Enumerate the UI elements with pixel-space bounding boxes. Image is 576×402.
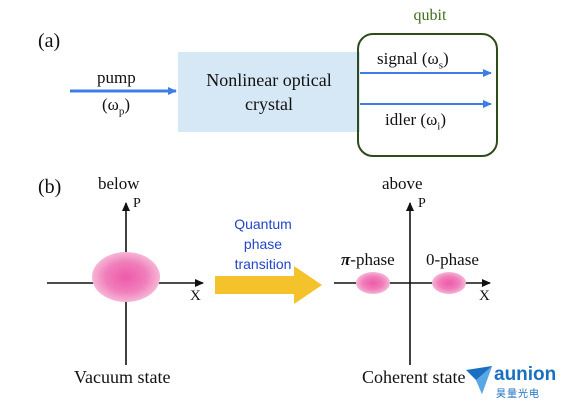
idler-label: idler (ωi) xyxy=(385,110,446,133)
pi-phase-label: π-phase xyxy=(341,250,395,269)
crystal-label-line1: Nonlinear optical xyxy=(206,70,332,90)
transition-label-line1: Quantum xyxy=(234,216,292,232)
coherent-state-label: Coherent state xyxy=(362,367,466,387)
crystal-label-line2: crystal xyxy=(245,94,293,114)
crystal-label: Nonlinear optical crystal xyxy=(178,68,360,116)
signal-label: signal (ωs) xyxy=(377,49,449,72)
right-p-axis-label: P xyxy=(418,196,426,211)
brand-logo-accent-icon xyxy=(476,366,492,394)
qubit-box xyxy=(357,33,498,157)
panel-b-label: (b) xyxy=(38,176,62,198)
right-x-axis-label: X xyxy=(479,288,490,304)
nonlinear-crystal-box xyxy=(178,52,360,132)
pump-label: pump xyxy=(97,68,136,87)
panel-a-label: (a) xyxy=(38,30,61,52)
above-title: above xyxy=(382,174,423,193)
transition-label-line2: phase xyxy=(243,236,283,252)
vacuum-state-blob xyxy=(92,252,160,302)
below-title: below xyxy=(98,174,140,193)
left-p-axis-label: P xyxy=(133,196,141,211)
brand-watermark: aunion xyxy=(494,364,557,385)
brand-watermark-sub: 昊量光电 xyxy=(496,389,540,400)
zero-phase-label: 0-phase xyxy=(426,250,479,269)
zero-phase-blob xyxy=(432,272,466,294)
vacuum-state-label: Vacuum state xyxy=(74,367,171,387)
qubit-label: qubit xyxy=(413,7,447,24)
transition-label: Quantum phase transition xyxy=(218,214,308,274)
left-x-axis-label: X xyxy=(190,288,201,304)
transition-arrow xyxy=(215,266,322,304)
pump-frequency: (ωp) xyxy=(102,95,131,118)
pi-phase-blob xyxy=(356,272,390,294)
transition-label-line3: transition xyxy=(234,256,292,272)
